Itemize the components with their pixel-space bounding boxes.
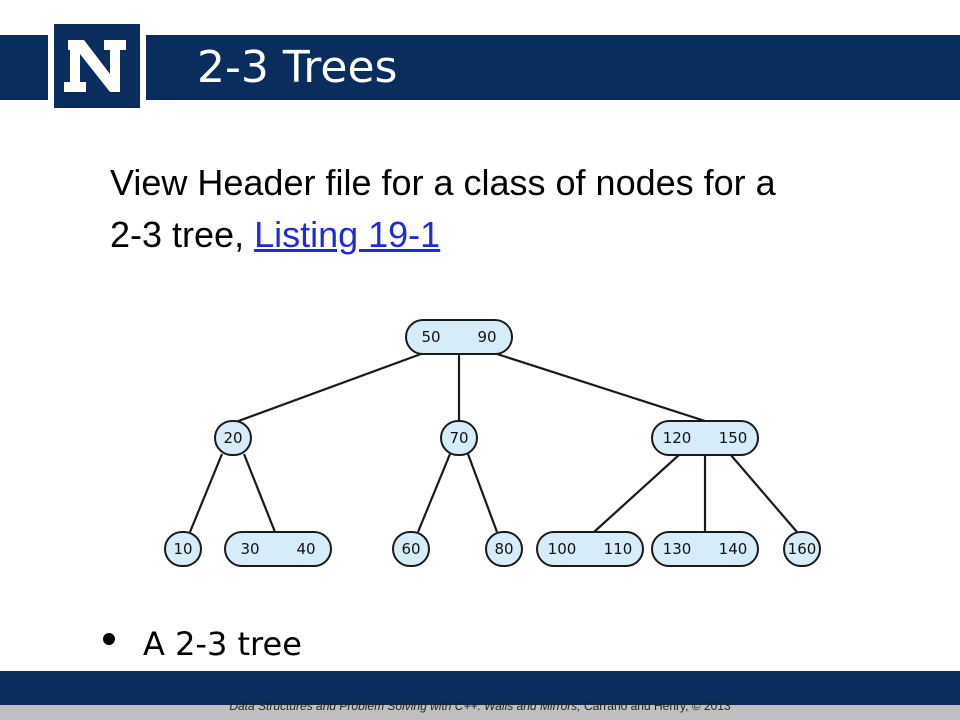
- tree-node-key: 90: [477, 328, 496, 346]
- tree-node-key: 80: [494, 540, 513, 558]
- tree-node-shape: [224, 531, 332, 567]
- tree-edge: [416, 453, 452, 533]
- tree-nodes: 50 90 20 70 120 150 10 30 40 60 80 100 110 130 140 160: [164, 319, 821, 567]
- body-line-2-prefix: 2-3 tree,: [110, 214, 255, 255]
- tree-node: 100 110: [536, 531, 644, 567]
- tree-node: 20: [214, 420, 252, 456]
- tree-node-shape: [405, 319, 513, 355]
- n-logo-icon: [54, 24, 140, 108]
- body-line-1: View Header file for a class of nodes fo…: [110, 162, 776, 203]
- tree-node-key: 60: [401, 540, 420, 558]
- tree-edge: [466, 453, 499, 533]
- tree-node-shape: [164, 531, 202, 567]
- tree-node: 10: [164, 531, 202, 567]
- tree-node-key: 10: [173, 540, 192, 558]
- tree-edge: [242, 453, 277, 533]
- listing-link[interactable]: Listing 19-1: [254, 214, 441, 255]
- tree-node-shape: [485, 531, 523, 567]
- tree-node-shape: [536, 531, 644, 567]
- tree-node-shape: [651, 420, 759, 456]
- tree-node: 130 140: [651, 531, 759, 567]
- tree-node-key: 160: [788, 540, 817, 558]
- tree-node-key: 150: [719, 429, 748, 447]
- tree-node: 70: [440, 420, 478, 456]
- tree-node: 60: [392, 531, 430, 567]
- tree-edge: [729, 453, 798, 533]
- tree-node-key: 30: [240, 540, 259, 558]
- tree-node-shape: [440, 420, 478, 456]
- tree-node-key: 20: [223, 429, 242, 447]
- tree-node: 50 90: [405, 319, 513, 355]
- tree-node-key: 50: [421, 328, 440, 346]
- tree-node-shape: [214, 420, 252, 456]
- tree-edge: [232, 352, 422, 425]
- tree-node: 80: [485, 531, 523, 567]
- tree-node-key: 140: [719, 540, 748, 558]
- title-banner: [0, 35, 960, 100]
- body-paragraph: View Header file for a class of nodes fo…: [110, 157, 930, 261]
- footer-strip: [0, 705, 960, 720]
- tree-edge: [496, 352, 706, 423]
- tree-node-key: 100: [548, 540, 577, 558]
- tree-node-key: 120: [663, 429, 692, 447]
- tree-node-key: 110: [604, 540, 633, 558]
- tree-node-key: 70: [449, 429, 468, 447]
- footer-citation: Data Structures and Problem Solving with…: [0, 699, 960, 713]
- tree-node-shape: [392, 531, 430, 567]
- tree-edge: [188, 453, 224, 533]
- tree-node: 120 150: [651, 420, 759, 456]
- tree-edges: [188, 352, 798, 533]
- footer-bar: [0, 671, 960, 705]
- tree-node-shape: [651, 531, 759, 567]
- tree-node-key: 130: [663, 540, 692, 558]
- tree-edge: [593, 453, 681, 533]
- tree-node-key: 40: [296, 540, 315, 558]
- bullet-icon: [103, 633, 115, 645]
- footer-book-title: Data Structures and Problem Solving with…: [229, 699, 581, 713]
- slide-title: 2-3 Trees: [197, 42, 398, 93]
- tree-node-shape: [783, 531, 821, 567]
- footer-authors: Carrano and Henry, © 2013: [580, 699, 731, 713]
- bullet-text: A 2-3 tree: [143, 625, 302, 663]
- tree-node: 30 40: [224, 531, 332, 567]
- tree-node: 160: [783, 531, 821, 567]
